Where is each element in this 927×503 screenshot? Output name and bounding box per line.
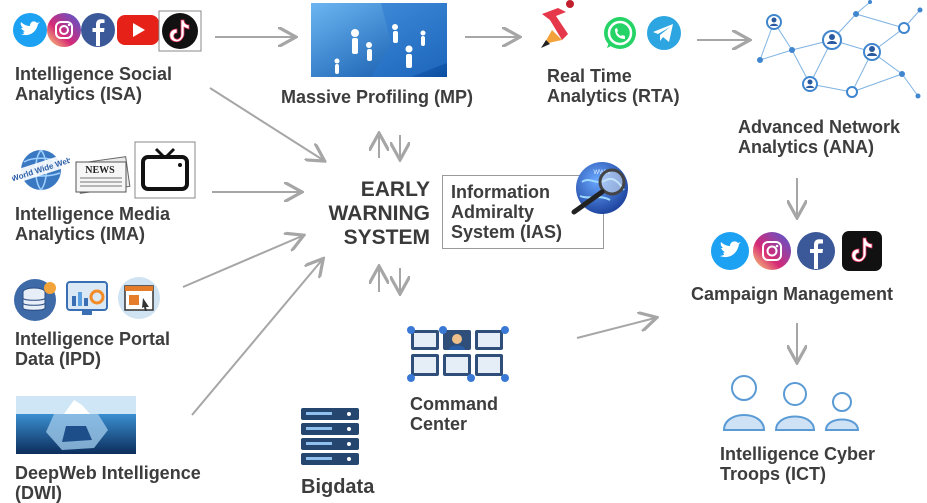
cc-label-line1: Command — [410, 394, 499, 414]
isa-label-line1: Intelligence Social — [15, 64, 173, 84]
rta-label-line1: Real Time — [547, 66, 632, 86]
rta-label-line2: Analytics (RTA) — [547, 86, 680, 106]
ipd-label-line1: Intelligence Portal — [15, 329, 171, 349]
whatsapp-icon — [601, 14, 639, 57]
dwi-label: DeepWeb Intelligence (DWI) — [15, 463, 201, 503]
arrow-dwi-to-ews — [191, 260, 322, 416]
ana-label-line2: Analytics (ANA) — [738, 137, 875, 157]
ict-label-line2: Troops (ICT) — [720, 464, 826, 484]
cm-instagram-icon — [752, 231, 792, 276]
isa-label: Intelligence Social Analytics (ISA) — [15, 64, 172, 104]
cc-label: Command Center — [410, 394, 498, 434]
cyber-troops-icon — [720, 372, 870, 439]
ias-line2: Admiralty — [451, 202, 535, 222]
tv-icon — [134, 141, 196, 204]
pen-icon — [538, 0, 578, 55]
ima-label-line2: Analytics (IMA) — [15, 224, 146, 244]
dashboard-icon — [64, 278, 110, 323]
ews-line2: WARNING — [328, 202, 431, 225]
tiktok-icon — [158, 10, 202, 57]
instagram-icon — [46, 12, 82, 53]
arrow-cc-to-cm — [576, 318, 655, 339]
network-graph-icon — [752, 0, 924, 111]
server-stack-icon — [299, 406, 363, 471]
command-center-icon — [405, 326, 511, 391]
arrow-ipd-to-ews — [182, 236, 302, 288]
cm-twitter-icon — [710, 231, 750, 276]
ews-line3: SYSTEM — [343, 226, 430, 249]
iceberg-icon — [16, 396, 136, 459]
cm-facebook-icon — [796, 231, 836, 276]
telegram-icon — [645, 14, 683, 57]
rta-label: Real Time Analytics (RTA) — [547, 66, 680, 106]
cm-tiktok-icon — [840, 229, 884, 278]
ipd-label-line2: Data (IPD) — [15, 349, 102, 369]
ima-label: Intelligence Media Analytics (IMA) — [15, 204, 170, 244]
ana-label-line1: Advanced Network — [738, 117, 901, 137]
facebook-icon — [80, 12, 116, 53]
mp-label: Massive Profiling (MP) — [281, 87, 474, 107]
ias-line1: Information — [451, 182, 550, 202]
dwi-label-line1: DeepWeb Intelligence — [15, 463, 201, 483]
early-warning-system-label: EARLY WARNING SYSTEM — [305, 178, 431, 250]
arrow-isa-to-ews — [209, 87, 323, 160]
ana-label: Advanced Network Analytics (ANA) — [738, 117, 900, 157]
cc-label-line2: Center — [410, 414, 468, 434]
ipd-label: Intelligence Portal Data (IPD) — [15, 329, 170, 369]
dwi-label-line2: (DWI) — [15, 483, 62, 503]
massive-profiling-image — [311, 3, 447, 82]
bigdata-label: Bigdata — [301, 476, 375, 498]
svg-text:NEWS: NEWS — [85, 165, 115, 176]
ews-line1: EARLY — [360, 178, 430, 201]
youtube-icon — [116, 12, 160, 53]
globe-magnifier-icon: WWW — [566, 160, 634, 225]
world-wide-web-icon: World Wide Web — [10, 147, 73, 198]
ict-label-line1: Intelligence Cyber — [720, 444, 876, 464]
database-icon — [12, 278, 60, 327]
web-page-icon — [116, 276, 164, 325]
ias-line3: System (IAS) — [451, 222, 563, 242]
cm-label: Campaign Management — [691, 284, 894, 304]
newspaper-icon: NEWS — [72, 152, 134, 199]
ias-label: Information Admiralty System (IAS) — [451, 182, 562, 242]
ima-label-line1: Intelligence Media — [15, 204, 171, 224]
isa-label-line2: Analytics (ISA) — [15, 84, 143, 104]
ict-label: Intelligence Cyber Troops (ICT) — [720, 444, 875, 484]
twitter-icon — [12, 12, 48, 53]
